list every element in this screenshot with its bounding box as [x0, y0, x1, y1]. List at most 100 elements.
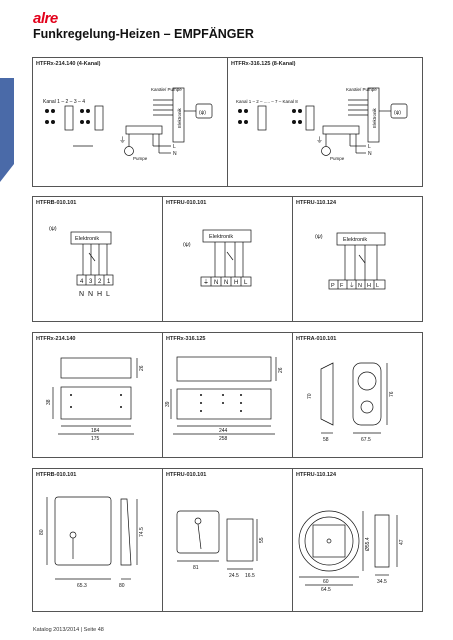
dim-width: 67.5	[361, 437, 371, 443]
wiring-diagram-4ch: Kanal 1 – 2 – 3 – 4 Kanäle/ Pumpe Elektr…	[43, 87, 213, 161]
dimension-panel-htfra: HTFRA-010.101 58 67.5 76 70	[292, 332, 423, 458]
label-N: N	[368, 151, 372, 157]
terminal-l: L	[244, 280, 248, 286]
dim-width: 244	[219, 428, 228, 434]
antenna-icon: (ψ)	[394, 110, 401, 116]
terminal-2: 2	[98, 279, 102, 285]
panel-title: HTFRx-316.125	[166, 336, 206, 342]
dim-overall: 175	[91, 436, 100, 442]
pumpe-label: Pumpe	[330, 156, 345, 161]
terminal-h: H	[367, 283, 371, 289]
dimension-drawing-htfrb: 65.3 80 74.5 80	[39, 496, 145, 589]
elektronik-label: Elektronik	[177, 107, 182, 128]
label-L: L	[368, 144, 371, 150]
dim-plug: 70	[307, 393, 313, 399]
terminal-l: L	[376, 283, 379, 289]
terminal-ground: ⏚	[349, 282, 355, 289]
dim-side: 74.5	[139, 527, 145, 537]
ground-icon: ⏚	[316, 136, 323, 144]
kanal-label: Kanal 1 – 2 – 3 – 4	[43, 99, 85, 105]
dim-height: 47	[399, 539, 405, 545]
page-footer: Katalog 2013/2014 | Seite 48	[33, 627, 104, 633]
dim-depth: 24.5	[229, 573, 239, 579]
elektronik-label: Elektronik	[343, 237, 367, 243]
dim-width: 81	[193, 565, 199, 571]
dim-depth: 26	[278, 367, 284, 373]
brand-logo: alre	[33, 10, 58, 27]
dim-height: 55	[259, 537, 265, 543]
ground-icon: ⏚	[119, 136, 126, 144]
terminal-1: 1	[107, 279, 111, 285]
antenna-icon: (ψ)	[199, 110, 206, 116]
kanal-label: Kanal 1 – 2 – ..... – 7 – Kanal 8	[236, 99, 298, 104]
dim-height: 39	[165, 401, 171, 407]
side-accent-strip	[0, 78, 14, 182]
antenna-icon: (ψ)	[315, 234, 323, 240]
elektronik-label: Elektronik	[372, 107, 377, 128]
dimension-drawing-htfra: 58 67.5 76 70	[307, 362, 395, 443]
wiring-diagram-htfrb: Elektronik (ψ) 4 3 2 1 N N H L	[49, 226, 114, 298]
panel-title: HTFRU-010.101	[166, 200, 207, 206]
terminal-label-n1: N	[79, 291, 84, 298]
dim-diameter: Ø55.4	[365, 537, 371, 551]
dim-width: 184	[91, 428, 100, 434]
dimension-panel-htfru-010: HTFRU-010.101 81 24.5 16.5 55	[162, 468, 293, 612]
dim-depth: 26	[139, 365, 145, 371]
wiring-diagram-htfru-110: Elektronik (ψ) P F ⏚ N H L	[315, 232, 386, 290]
dim-overall: 258	[219, 436, 228, 442]
dim-depth: 58	[323, 437, 329, 443]
terminal-label-l: L	[106, 291, 110, 298]
dim-inner: 16.5	[245, 573, 255, 579]
wiring-panel-8-channel: HTFRx-316.125 (8-Kanal) Kanal 1 – 2 – ..…	[227, 57, 423, 187]
dim-depth: 34.5	[377, 579, 387, 585]
dim-inner: 60	[323, 579, 329, 585]
elektronik-label: Elektronik	[209, 234, 233, 240]
wiring-diagram-8ch: Kanal 1 – 2 – ..... – 7 – Kanal 8 Kanäle…	[236, 87, 408, 161]
panel-title: HTFRU-010.101	[166, 472, 207, 478]
panel-title: HTFRU-110.124	[296, 200, 337, 206]
panel-title: HTFRx-214.140 (4-Kanal)	[36, 61, 101, 67]
wiring-panel-4-channel: HTFRx-214.140 (4-Kanal) Kanal 1 – 2 – 3 …	[32, 57, 228, 187]
wiring-panel-htfrb: HTFRB-010.101 Elektronik (ψ) 4 3 2 1 N N…	[32, 196, 163, 322]
wiring-panel-htfru-010: HTFRU-010.101 Elektronik (ψ) ⏚ N N H L	[162, 196, 293, 322]
terminal-f: F	[340, 283, 344, 289]
dim-width: 65.3	[77, 583, 87, 589]
dimension-panel-316: HTFRx-316.125 244 258 39 26	[162, 332, 293, 458]
terminal-p: P	[331, 283, 335, 289]
terminal-n1: N	[214, 280, 218, 286]
terminal-label-h: H	[97, 291, 102, 298]
pumps-label: Kanäle/ Pumpe	[151, 87, 182, 92]
dimension-drawing-htfru-110: 60 64.5 34.5 47 Ø55.4	[298, 510, 405, 593]
dim-depth: 80	[119, 583, 125, 589]
terminal-h: H	[234, 280, 238, 286]
dimension-panel-htfrb: HTFRB-010.101 65.3 80 74.5 80	[32, 468, 163, 612]
pumpe-label: Pumpe	[133, 156, 148, 161]
label-L: L	[173, 144, 176, 150]
wiring-diagram-htfru-010: Elektronik (ψ) ⏚ N N H L	[183, 229, 252, 287]
panel-title: HTFRx-316.125 (8-Kanal)	[231, 61, 296, 67]
terminal-n2: N	[224, 280, 228, 286]
terminal-4: 4	[80, 279, 84, 285]
dim-height: 76	[389, 391, 395, 397]
wiring-panel-htfru-110: HTFRU-110.124 Elektronik (ψ) P F ⏚ N H L	[292, 196, 423, 322]
panel-title: HTFRA-010.101	[296, 336, 337, 342]
antenna-icon: (ψ)	[183, 242, 191, 248]
panel-title: HTFRU-110.124	[296, 472, 337, 478]
dim-height: 38	[46, 399, 52, 405]
terminal-n: N	[358, 283, 362, 289]
dimension-drawing-316: 244 258 39 26	[165, 356, 284, 442]
elektronik-label: Elektronik	[75, 236, 99, 242]
dimension-panel-htfru-110: HTFRU-110.124 60 64.5 34.5 47 Ø55.4	[292, 468, 423, 612]
dimension-panel-214: HTFRx-214.140 184 175 38 26	[32, 332, 163, 458]
panel-title: HTFRx-214.140	[36, 336, 76, 342]
terminal-ground: ⏚	[203, 279, 209, 286]
dimension-drawing-214: 184 175 38 26	[46, 357, 145, 442]
dimension-drawing-htfru-010: 81 24.5 16.5 55	[176, 510, 265, 579]
panel-title: HTFRB-010.101	[36, 472, 77, 478]
panel-title: HTFRB-010.101	[36, 200, 77, 206]
dim-outer: 64.5	[321, 587, 331, 593]
pumps-label: Kanäle/ Pumpe	[346, 87, 377, 92]
terminal-3: 3	[89, 279, 93, 285]
antenna-icon: (ψ)	[49, 226, 57, 232]
